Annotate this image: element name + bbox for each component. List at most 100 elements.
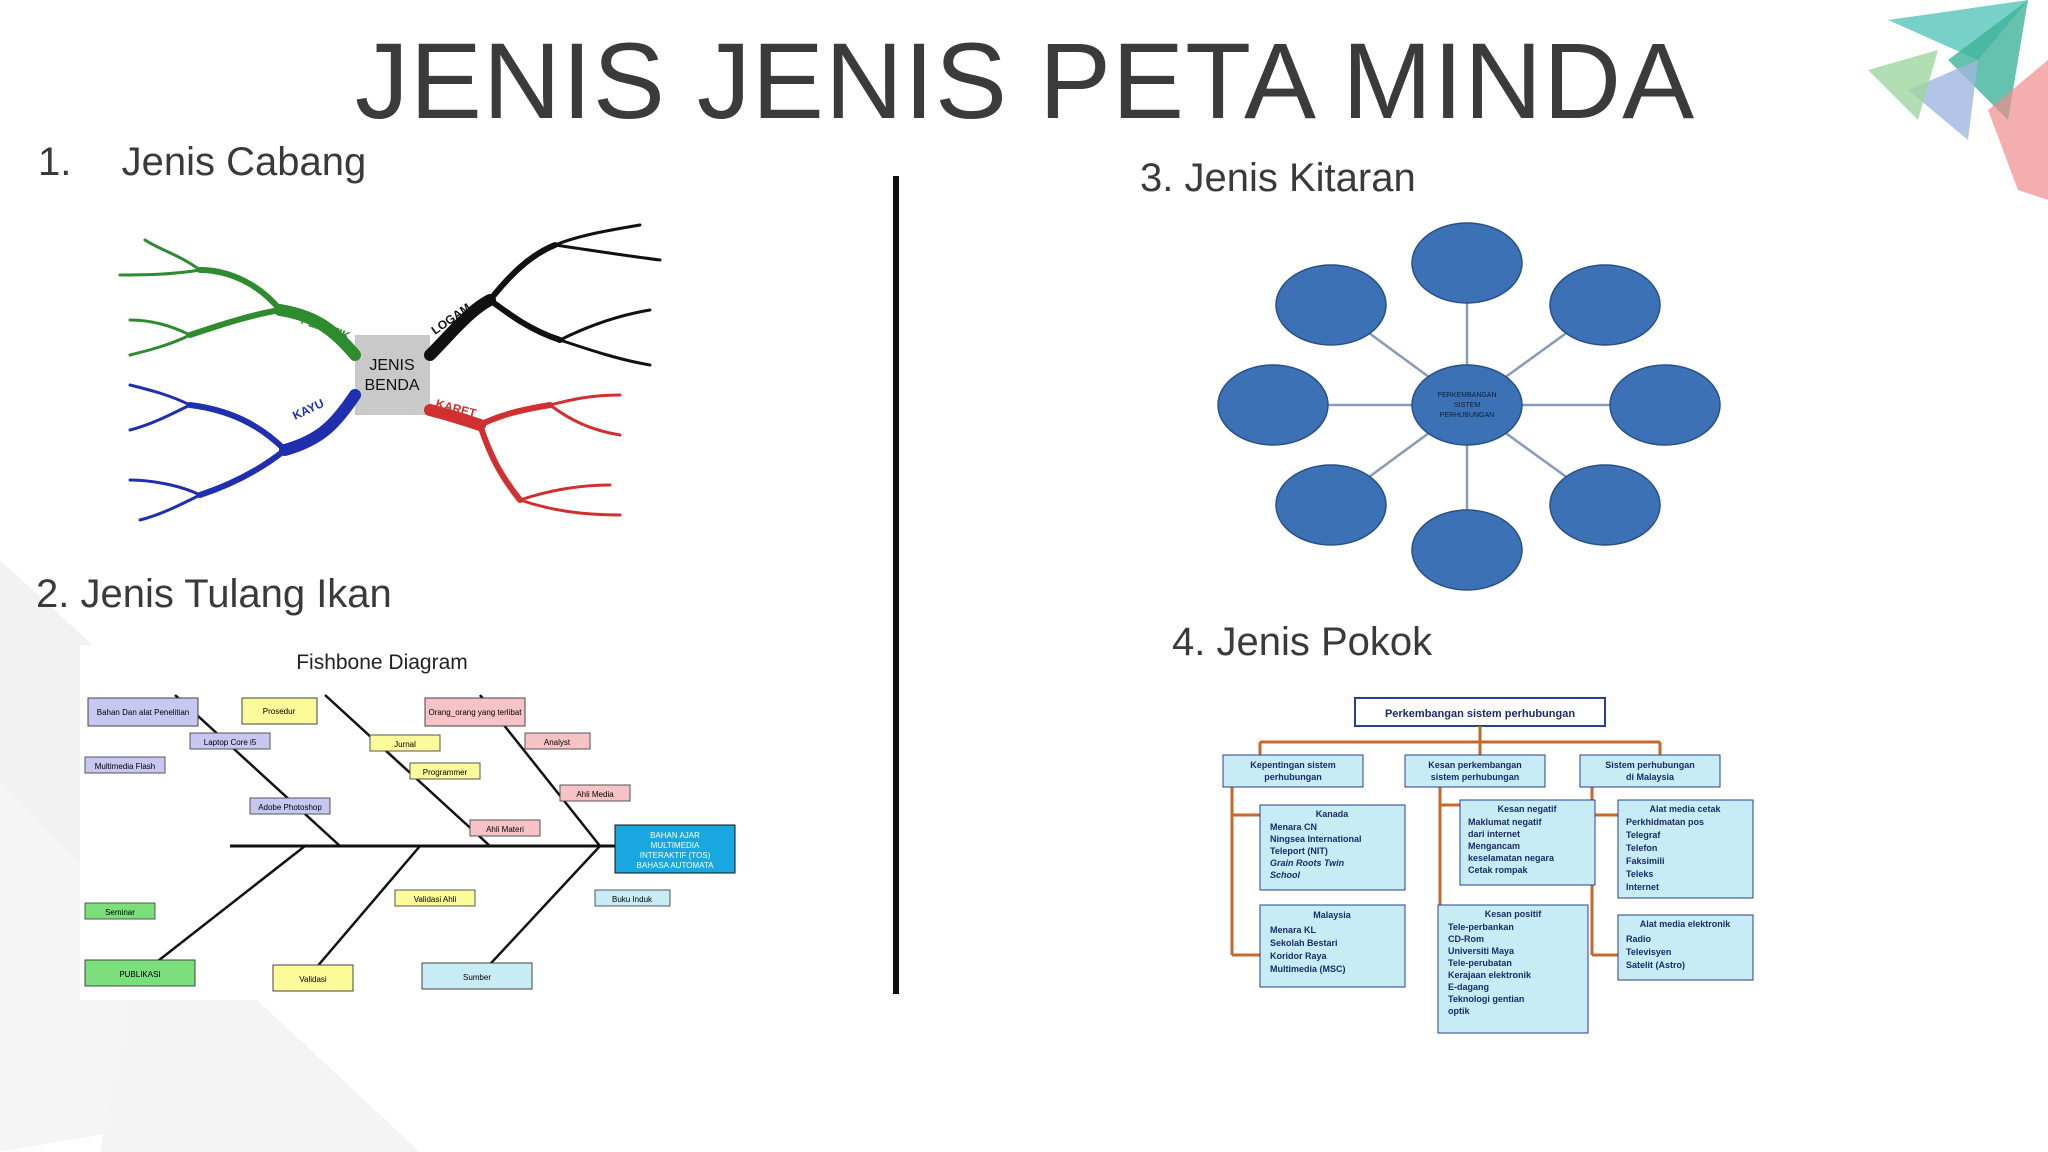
category-label: Validasi — [299, 975, 327, 984]
section-number: 3. — [1140, 156, 1174, 200]
pokok-leaf-title: Kesan negatif — [1497, 804, 1557, 814]
category-box — [87, 697, 199, 727]
pokok-leaf-item: Telefon — [1626, 843, 1657, 853]
vertical-divider — [893, 176, 899, 994]
pokok-branch-label: Kesan perkembangan — [1428, 760, 1522, 770]
kitaran-center-label: SISTEM — [1454, 402, 1480, 409]
pokok-tree-map: Perkembangan sistem perhubungan Kepentin… — [1222, 697, 1754, 1034]
category-label: Bahan Dan alat Penelitian — [97, 708, 190, 717]
pokok-leaf-item: Teleport (NIT) — [1270, 846, 1328, 856]
fishbone-label: Buku Induk — [612, 895, 653, 904]
branch-label-kayu: KAYU — [290, 396, 326, 423]
kitaran-cycle-map: PERKEMBANGAN SISTEM PERHUBUNGAN — [1217, 222, 1721, 591]
pokok-leaf-box — [1259, 904, 1406, 988]
branch-karet — [424, 393, 622, 517]
pokok-leaf-item: Menara KL — [1270, 925, 1317, 935]
category-box — [424, 697, 526, 727]
pokok-leaf-item: Tele-perubatan — [1448, 958, 1512, 968]
section-number: 2. — [36, 572, 70, 616]
pokok-branch-label: sistem perhubungan — [1431, 772, 1520, 782]
fishbone-label: Programmer — [423, 768, 468, 777]
category-box — [84, 959, 196, 987]
fishbone-label: Adobe Photoshop — [258, 803, 322, 812]
pokok-leaf-item: dari internet — [1468, 829, 1520, 839]
section-label: Jenis Pokok — [1216, 620, 1433, 664]
fishbone-head — [614, 824, 736, 874]
head-text: MULTIMEDIA — [651, 841, 700, 850]
pokok-branch-title — [1222, 754, 1364, 788]
head-text: BAHAN AJAR — [650, 831, 700, 840]
pokok-leaf-title: Alat media cetak — [1649, 804, 1721, 814]
kitaran-center-label: PERKEMBANGAN — [1437, 392, 1496, 399]
pokok-leaf-box — [1259, 804, 1406, 891]
section-number: 4. — [1172, 620, 1206, 664]
pokok-branch-label: Sistem perhubungan — [1605, 760, 1695, 770]
fishbone-label: Analyst — [544, 738, 571, 747]
fishbone-label: Ahli Media — [576, 790, 614, 799]
center-label-2: BENDA — [364, 377, 419, 394]
section-number: 1. — [38, 140, 72, 184]
pokok-leaf-item: Grain Roots Twin — [1270, 858, 1345, 868]
fishbone-label: Multimedia Flash — [95, 762, 155, 771]
pokok-leaf-item: Universiti Maya — [1448, 946, 1515, 956]
section-label: Jenis Kitaran — [1184, 156, 1416, 200]
pokok-leaf-item: Mengancam — [1468, 841, 1520, 851]
pokok-leaf-item: E-dagang — [1448, 982, 1489, 992]
pokok-leaf-item: Satelit (Astro) — [1626, 960, 1685, 970]
category-box — [241, 697, 318, 725]
fishbone-title: Fishbone Diagram — [296, 651, 468, 674]
branch-kayu — [128, 383, 361, 522]
center-node — [355, 335, 430, 415]
pokok-leaf-title: Malaysia — [1313, 910, 1352, 920]
center-label-1: JENIS — [369, 357, 414, 374]
category-box — [272, 964, 354, 992]
pokok-leaf-box — [1617, 914, 1754, 981]
pokok-leaf-box — [1437, 904, 1589, 1034]
pokok-leaf-item: Telegraf — [1626, 830, 1661, 840]
cabang-mind-map: JENIS BENDA PLASTIK LOGAM KAYU — [118, 223, 662, 522]
pokok-leaf-item: Perkhidmatan pos — [1626, 817, 1704, 827]
pokok-branch-label: Kepentingan sistem — [1250, 760, 1336, 770]
pokok-leaf-item: Cetak rompak — [1468, 865, 1529, 875]
pokok-leaf-item: Ningsea International — [1270, 834, 1362, 844]
pokok-leaf-item: Menara CN — [1270, 822, 1317, 832]
category-label: Sumber — [463, 973, 491, 982]
pokok-leaf-item: Teknologi gentian — [1448, 994, 1524, 1004]
fishbone-diagram: Fishbone Diagram BAHAN AJAR MULTIMEDIA I… — [80, 645, 740, 1000]
pokok-leaf-item: Faksimili — [1626, 856, 1665, 866]
head-text: BAHASA AUTOMATA — [637, 861, 715, 870]
pokok-branch-label: perhubungan — [1264, 772, 1322, 782]
pokok-leaf-item: Radio — [1626, 934, 1652, 944]
section-heading-cabang: 1. Jenis Cabang — [38, 140, 366, 185]
page-title: JENIS JENIS PETA MINDA — [354, 20, 1696, 141]
pokok-leaf-item: Maklumat negatif — [1468, 817, 1543, 827]
pokok-leaf-item: Teleks — [1626, 869, 1653, 879]
pokok-leaf-title: Alat media elektronik — [1640, 919, 1732, 929]
section-heading-kitaran: 3. Jenis Kitaran — [1140, 156, 1416, 201]
pokok-leaf-item: keselamatan negara — [1468, 853, 1555, 863]
logo-icon — [1868, 0, 2048, 200]
section-heading-tulang-ikan: 2. Jenis Tulang Ikan — [36, 572, 392, 617]
pokok-leaf-item: Internet — [1626, 882, 1659, 892]
section-heading-pokok: 4. Jenis Pokok — [1172, 620, 1432, 665]
pokok-leaf-item: Sekolah Bestari — [1270, 938, 1338, 948]
pokok-leaf-item: Televisyen — [1626, 947, 1671, 957]
branch-label-plastik: PLASTIK — [299, 313, 352, 344]
pokok-leaf-item: optik — [1448, 1006, 1470, 1016]
pokok-root-label: Perkembangan sistem perhubungan — [1385, 708, 1575, 720]
pokok-leaf-title: Kesan positif — [1485, 909, 1543, 919]
pokok-leaf-item: Tele-perbankan — [1448, 922, 1514, 932]
fishbone-bones — [139, 694, 601, 976]
head-text: INTERAKTIF (TOS) — [640, 851, 711, 860]
category-label: Orang_orang yang terlibat — [429, 708, 523, 717]
section-label: Jenis Tulang Ikan — [80, 572, 392, 616]
fishbone-label: Jurnal — [394, 740, 416, 749]
kitaran-center-label: PERHUBUNGAN — [1440, 412, 1494, 419]
fishbone-label: Ahli Materi — [486, 825, 524, 834]
pokok-leaf-item: Kerajaan elektronik — [1448, 970, 1532, 980]
pokok-branch-title — [1404, 754, 1546, 788]
pokok-branch-title — [1579, 754, 1721, 788]
pokok-branch-label: di Malaysia — [1626, 772, 1675, 782]
branch-plastik — [118, 238, 361, 361]
fishbone-labels — [84, 732, 671, 920]
